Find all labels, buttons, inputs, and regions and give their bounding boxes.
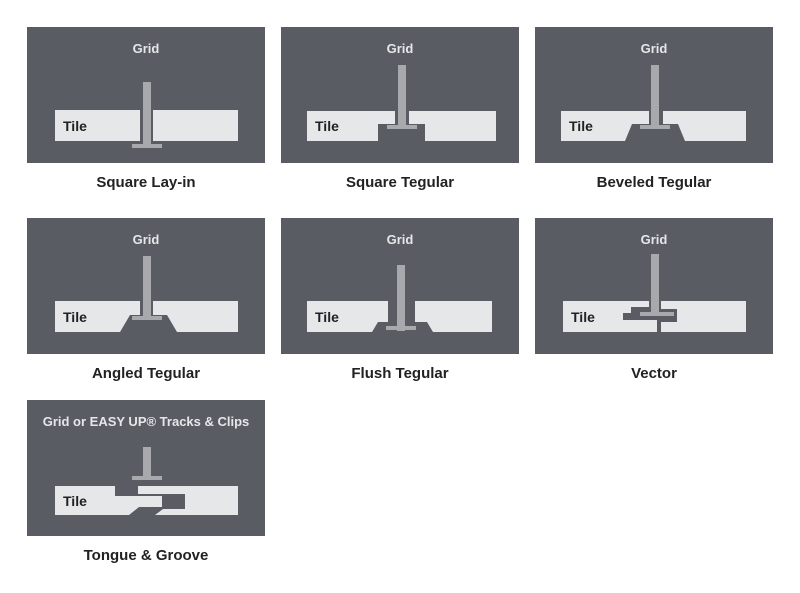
tile-label: Tile (63, 309, 87, 325)
edge-square-tegular: Grid Tile Square Tegular (281, 27, 519, 191)
tile-right (153, 301, 238, 332)
grid-flange (132, 144, 162, 148)
grid-label: Grid (132, 41, 160, 56)
tile-label: Tile (315, 118, 339, 134)
caption: Tongue & Groove (83, 547, 209, 564)
grid-stem (143, 82, 151, 145)
diagram-panel: Grid Tile (27, 218, 265, 354)
tile-right (661, 301, 746, 332)
diagram-panel: Grid Tile (281, 218, 519, 354)
edge-vector: Grid Tile Vector (535, 218, 773, 382)
tile-left (307, 301, 388, 332)
edge-flush-tegular: Grid Tile Flush Tegular (281, 218, 519, 382)
tile-right (153, 110, 238, 141)
caption: Square Lay-in (96, 174, 196, 191)
tile-left (55, 486, 162, 515)
edge-tongue-and-groove: Grid or EASY UP® Tracks & Clips Tile Ton… (27, 400, 265, 564)
grid-flange (387, 125, 417, 129)
tile-label: Tile (63, 118, 87, 134)
tile-label: Tile (569, 118, 593, 134)
edge-detail-drawing (55, 256, 238, 332)
edge-angled-tegular: Grid Tile Angled Tegular (27, 218, 265, 382)
tile-left (55, 301, 140, 332)
tile-right (409, 111, 496, 141)
edge-detail-drawing (307, 265, 492, 332)
grid-stem (651, 254, 659, 314)
grid-stem (143, 447, 151, 478)
caption: Beveled Tegular (596, 174, 712, 191)
grid-label: Grid (640, 232, 668, 247)
edge-detail-drawing (561, 65, 746, 141)
grid-stem (397, 265, 405, 331)
caption: Vector (631, 365, 677, 382)
tile-right (138, 486, 238, 515)
grid-stem (398, 65, 406, 127)
diagram-panel: Grid Tile (281, 27, 519, 163)
caption: Angled Tegular (91, 365, 201, 382)
caption: Flush Tegular (351, 365, 449, 382)
tile-label: Tile (571, 309, 595, 325)
edge-detail-drawing (55, 447, 238, 515)
tile-right (415, 301, 492, 332)
diagram-panel: Grid Tile (27, 27, 265, 163)
grid-label: Grid (386, 232, 414, 247)
tile-left (55, 110, 140, 141)
grid-label: Grid (132, 232, 160, 247)
diagram-panel: Grid Tile (535, 27, 773, 163)
diagram-panel: Grid Tile (535, 218, 773, 354)
edge-detail-drawing (55, 82, 238, 148)
tile-label: Tile (315, 309, 339, 325)
edge-beveled-tegular: Grid Tile Beveled Tegular (535, 27, 773, 191)
grid-flange (132, 476, 162, 480)
tile-left (563, 301, 657, 332)
tile-right (663, 111, 746, 141)
grid-label: Grid (640, 41, 668, 56)
diagram-panel: Grid or EASY UP® Tracks & Clips Tile (27, 400, 265, 536)
grid-stem (143, 256, 151, 318)
edge-detail-drawing (307, 65, 496, 141)
grid-flange (640, 312, 674, 316)
tile-label: Tile (63, 493, 87, 509)
grid-flange (132, 316, 162, 320)
grid-label: Grid (386, 41, 414, 56)
tile-left (561, 111, 649, 141)
grid-flange (386, 326, 416, 330)
grid-flange (640, 125, 670, 129)
edge-square-lay-in: Grid Tile Square Lay-in (27, 27, 265, 191)
grid-label: Grid or EASY UP® Tracks & Clips (42, 414, 250, 429)
caption: Square Tegular (345, 174, 455, 191)
grid-stem (651, 65, 659, 127)
tile-left (307, 111, 395, 141)
edge-detail-drawing (563, 254, 746, 332)
